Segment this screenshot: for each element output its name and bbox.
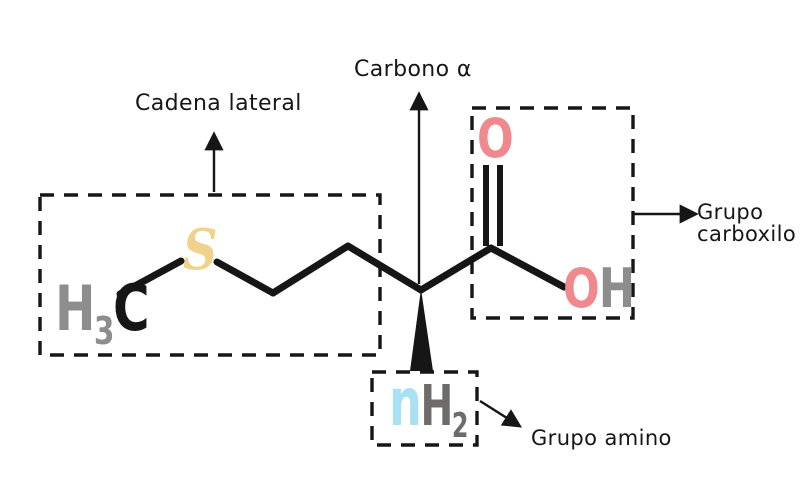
bond-sulfur-ch2 xyxy=(213,258,277,297)
hydroxyl-h-text: H xyxy=(598,257,636,320)
amino-subscript-text: 2 xyxy=(451,406,469,446)
amino-group-label: Grupo amino xyxy=(531,426,672,450)
hydroxyl-o-text: O xyxy=(563,257,600,320)
amino-n-text: n xyxy=(389,364,422,441)
bond-carboxyl-hydroxyl xyxy=(487,244,568,291)
methyl-subscript-text: 3 xyxy=(93,309,115,353)
amino-group-arrow xyxy=(479,399,523,428)
carboxyl-group-label: Grupo carboxilo xyxy=(697,200,797,246)
side-chain-label: Cadena lateral xyxy=(135,91,302,116)
bond-ch2-ch2 xyxy=(269,242,352,297)
carboxyl-group-box xyxy=(470,106,635,320)
methyl-h-text: H xyxy=(55,272,96,345)
carbonyl-oxygen-label: O xyxy=(477,107,514,170)
bond-alphacarbon-carboxyl xyxy=(417,244,495,294)
side-chain-box xyxy=(38,193,382,357)
amino-group-formula-label: nH2 xyxy=(389,364,469,446)
alpha-carbon-label: Carbono α xyxy=(354,57,472,82)
wedge-bond-amino xyxy=(410,289,433,371)
methyl-group-label: H3C xyxy=(55,277,150,350)
hydroxyl-group-label: OH xyxy=(563,262,635,316)
sulfur-atom-label: S xyxy=(183,217,218,283)
amino-h-text: H xyxy=(420,374,454,439)
bond-methyl-sulfur xyxy=(116,257,185,298)
amino-group-box xyxy=(370,370,479,447)
bond-ch2-alphacarbon xyxy=(344,242,425,294)
methyl-c-text: C xyxy=(112,272,150,346)
